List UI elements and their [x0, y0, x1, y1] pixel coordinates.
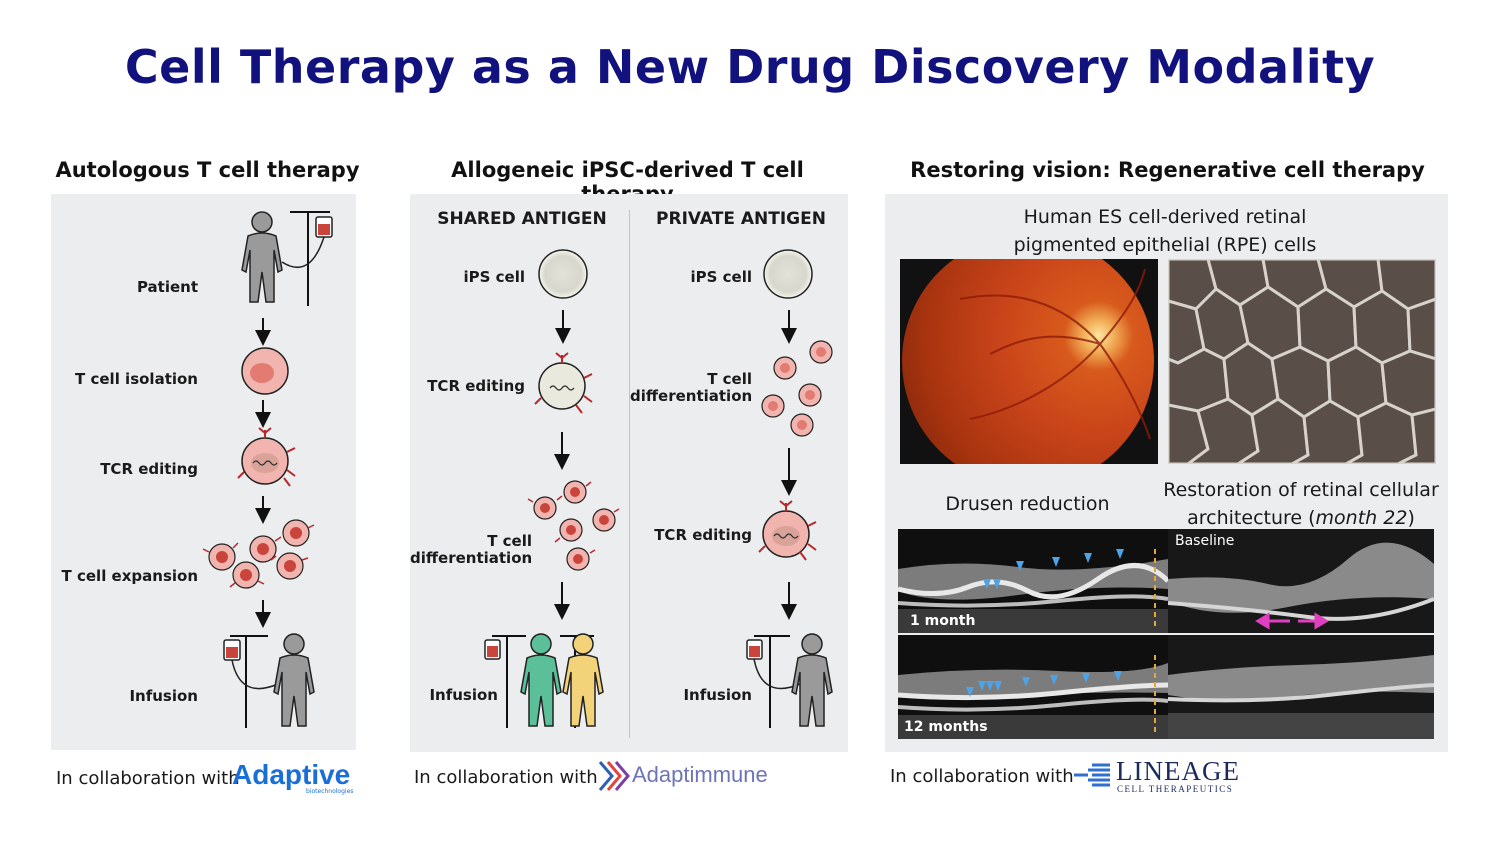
shared-diff-label: differentiation: [410, 549, 533, 567]
oct-12-months-label: 12 months: [904, 719, 988, 735]
oct-baseline-label: Baseline: [1175, 533, 1235, 549]
private-tcr-cell-icon: [758, 500, 817, 561]
iv-bag-icon: [281, 211, 333, 306]
adaptimmune-logo-mark: [598, 761, 630, 791]
restore-caption-line2: architecture (month 22): [1187, 507, 1415, 529]
adaptive-logo-sub: biotechnologies: [306, 788, 354, 795]
adaptimmune-logo: Adaptimmune: [632, 762, 768, 787]
restore-caption-line1: Restoration of retinal cellular: [1163, 479, 1439, 501]
private-patient-icon: [791, 633, 833, 727]
oct-baseline: Baseline: [1168, 529, 1434, 633]
oct-month-22: [1168, 635, 1434, 739]
adaptive-logo: Adaptive: [232, 759, 351, 790]
shared-ips-label: iPS cell: [463, 268, 525, 286]
shared-tcr-cell-icon: [534, 352, 593, 414]
step-expansion-label: T cell expansion: [61, 567, 198, 585]
private-ips-cell-icon: [763, 249, 813, 299]
rpe-caption-line2: pigmented epithelial (RPE) cells: [1013, 234, 1317, 256]
step-patient-label: Patient: [136, 278, 198, 296]
shared-infusion-label: Infusion: [429, 686, 498, 704]
private-tcell-label: T cell: [707, 370, 752, 388]
page-title: Cell Therapy as a New Drug Discovery Mod…: [124, 40, 1376, 94]
shared-tcell-label: T cell: [487, 532, 532, 550]
private-tcr-label: TCR editing: [654, 526, 752, 544]
step-infusion-label: Infusion: [129, 687, 198, 705]
patient-icon: [241, 211, 283, 303]
rpe-cells-photo: [1168, 259, 1436, 464]
step-tcr-editing-label: TCR editing: [100, 460, 198, 478]
private-ips-label: iPS cell: [690, 268, 752, 286]
green-patient-icon: [520, 633, 562, 727]
oct-1-month-label: 1 month: [910, 613, 976, 629]
shared-ips-cell-icon: [538, 249, 588, 299]
drusen-caption: Drusen reduction: [945, 493, 1110, 515]
oct-1-month: 1 month: [898, 529, 1168, 633]
panel3-collab-text: In collaboration with: [890, 766, 1074, 787]
lineage-logo-sub: CELL THERAPEUTICS: [1117, 784, 1234, 794]
shared-antigen-title: SHARED ANTIGEN: [437, 209, 607, 229]
infusion-iv-icon: [223, 635, 279, 728]
oct-12-months: 12 months: [898, 635, 1168, 739]
private-infusion-iv-icon: [746, 635, 801, 728]
yellow-patient-icon: [562, 633, 604, 727]
fundus-photo: [900, 259, 1158, 464]
panel2-collab-text: In collaboration with: [414, 767, 598, 788]
isolated-t-cell-icon: [241, 347, 289, 395]
panel1-heading: Autologous T cell therapy: [55, 158, 360, 182]
tcr-edited-cell-icon: [237, 427, 296, 487]
infusion-patient-icon: [273, 633, 315, 727]
panel2-divider: [629, 210, 630, 738]
lineage-logo: LINEAGE: [1116, 756, 1240, 786]
step-isolation-label: T cell isolation: [75, 370, 198, 388]
private-diff-label: differentiation: [630, 387, 753, 405]
panel1-collab-text: In collaboration with: [56, 768, 240, 789]
panel3-heading: Restoring vision: Regenerative cell ther…: [910, 158, 1425, 182]
private-infusion-label: Infusion: [683, 686, 752, 704]
shared-tcr-label: TCR editing: [427, 377, 525, 395]
private-antigen-title: PRIVATE ANTIGEN: [656, 209, 826, 229]
rpe-caption-line1: Human ES cell-derived retinal: [1023, 206, 1307, 228]
